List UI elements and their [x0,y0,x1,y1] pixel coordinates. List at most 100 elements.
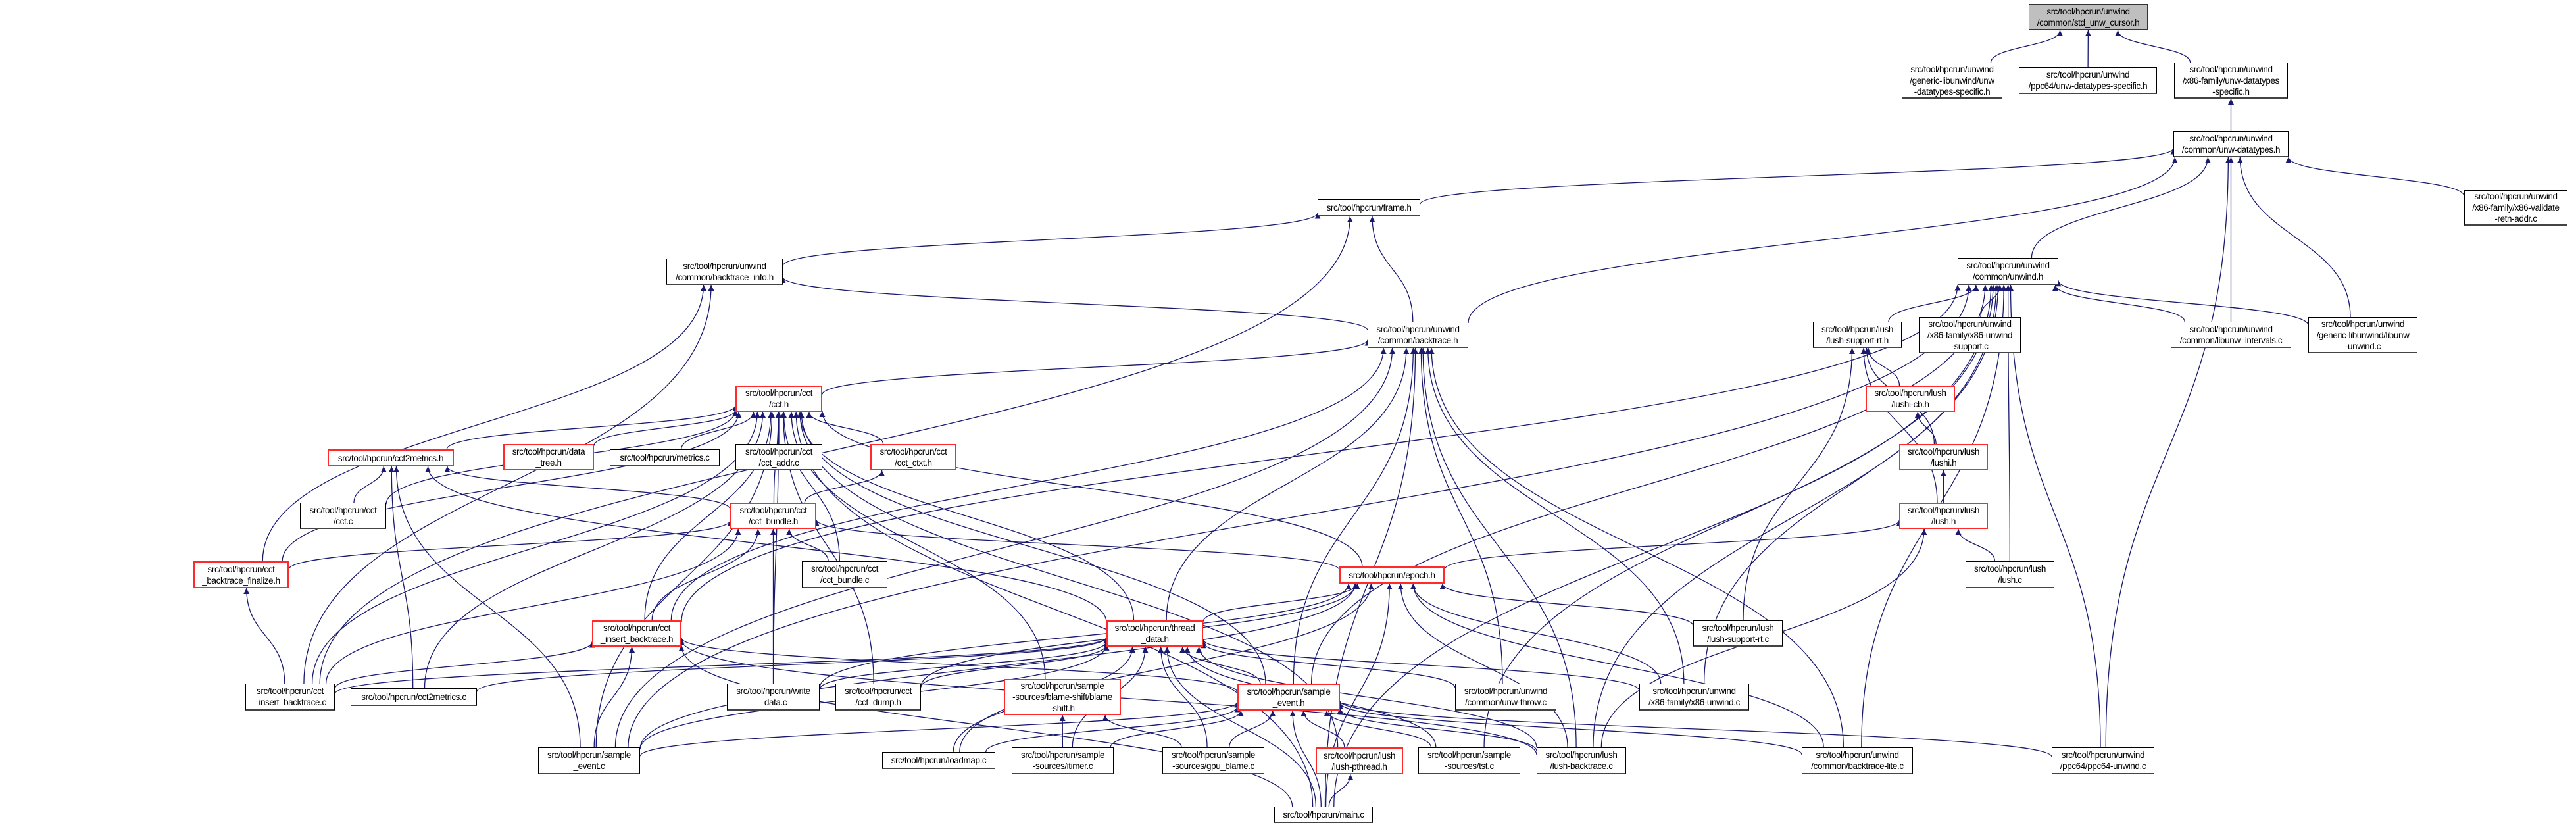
graph-node-x86-unwind-support[interactable]: src/tool/hpcrun/unwind /x86-family/x86-u… [1919,317,2021,353]
graph-node-cct-backtrace-finalize[interactable]: src/tool/hpcrun/cct _backtrace_finalize.… [193,561,289,588]
graph-node-x86-spec[interactable]: src/tool/hpcrun/unwind /x86-family/unw-d… [2174,63,2288,99]
graph-node-lush-backtrace[interactable]: src/tool/hpcrun/lush /lush-backtrace.c [1537,747,1626,774]
graph-node-cct-c[interactable]: src/tool/hpcrun/cct /cct.c [300,503,386,529]
graph-node-x86-validate[interactable]: src/tool/hpcrun/unwind /x86-family/x86-v… [2464,190,2567,226]
include-edge-cct_insert_backtrace_c-to-thread_data [334,637,1110,694]
node-label: src/tool/hpcrun/cct2metrics.c [361,691,466,702]
include-edge-itimer-to-sample_event_h [1110,710,1244,748]
include-edge-sample_event_c-to-cct_insert_backtrace_h [593,646,635,748]
graph-node-cct-insert-backtrace-h[interactable]: src/tool/hpcrun/cct _insert_backtrace.h [592,620,681,647]
include-edge-lushi_h-to-lushi_cb [1914,411,1937,445]
graph-node-libunw-unwind[interactable]: src/tool/hpcrun/unwind /generic-libunwin… [2308,317,2417,353]
include-edge-generic_spec-to-std_unw_cursor [1990,30,2064,63]
include-edge-lush_pthread-to-cct_h [797,411,1339,748]
node-label: src/tool/hpcrun/lush /lush.c [1973,564,2046,585]
include-edge-backtrace-to-backtrace_info [780,276,1368,331]
include-edge-lushi_cb-to-lush_support_rt_h [1865,347,1900,386]
graph-node-main[interactable]: src/tool/hpcrun/main.c [1274,807,1373,823]
node-label: src/tool/hpcrun/unwind /x86-family/x86-v… [2472,191,2560,224]
node-label: src/tool/hpcrun/unwind /ppc64/ppc64-unwi… [2060,750,2146,771]
include-edge-sample_event_h-to-backtrace [1293,347,1416,684]
graph-node-backtrace-lite[interactable]: src/tool/hpcrun/unwind /common/backtrace… [1802,747,1913,774]
graph-node-unwind[interactable]: src/tool/hpcrun/unwind /common/unwind.h [1958,258,2058,285]
node-label: src/tool/hpcrun/unwind /generic-libunwin… [1910,64,1994,97]
node-label: src/tool/hpcrun/unwind /common/std_unw_c… [2037,6,2140,28]
node-label: src/tool/hpcrun/sample _event.c [547,750,631,771]
graph-node-cct-bundle-h[interactable]: src/tool/hpcrun/cct /cct_bundle.h [730,503,816,529]
include-edge-backtrace-to-unw_datatypes [1468,157,2178,324]
graph-node-ppc64-spec[interactable]: src/tool/hpcrun/unwind /ppc64/unw-dataty… [2019,67,2157,94]
graph-node-tst[interactable]: src/tool/hpcrun/sample -sources/tst.c [1418,747,1520,774]
graph-node-cct-addr[interactable]: src/tool/hpcrun/cct /cct_addr.c [735,444,822,470]
graph-node-cct2metrics-h[interactable]: src/tool/hpcrun/cct2metrics.h [328,449,454,466]
graph-node-backtrace[interactable]: src/tool/hpcrun/unwind /common/backtrace… [1368,322,1468,348]
graph-node-loadmap[interactable]: src/tool/hpcrun/loadmap.c [882,752,995,769]
include-edge-epoch-to-lush_h [1444,520,1902,570]
graph-node-ppc64-unwind[interactable]: src/tool/hpcrun/unwind /ppc64/ppc64-unwi… [2052,747,2154,774]
include-edge-sample_event_h-to-cct_h [798,411,1266,684]
node-label: src/tool/hpcrun/unwind /common/unw-throw… [1464,686,1548,707]
graph-node-lushi-cb[interactable]: src/tool/hpcrun/lush /lushi-cb.h [1866,386,1955,412]
graph-node-cct-bundle-c[interactable]: src/tool/hpcrun/cct /cct_bundle.c [802,561,887,588]
include-edge-cct_insert_backtrace_h-to-backtrace [670,347,1387,621]
graph-node-blame-shift[interactable]: src/tool/hpcrun/sample -sources/blame-sh… [1004,679,1121,715]
graph-node-generic-spec[interactable]: src/tool/hpcrun/unwind /generic-libunwin… [1902,63,2002,99]
include-edge-lush_support_rt_h-to-unwind [1888,284,1979,322]
graph-node-lush-pthread[interactable]: src/tool/hpcrun/lush /lush-pthread.h [1316,747,1403,774]
graph-node-cct-h[interactable]: src/tool/hpcrun/cct /cct.h [735,386,822,412]
node-label: src/tool/hpcrun/data _tree.h [512,447,585,468]
node-label: src/tool/hpcrun/sample -sources/gpu_blam… [1171,750,1255,771]
include-edge-sample_event_c-to-backtrace [614,347,1396,748]
graph-node-backtrace-info[interactable]: src/tool/hpcrun/unwind /common/backtrace… [666,259,783,285]
include-edge-loadmap-to-sample_event_h [985,706,1241,753]
node-label: src/tool/hpcrun/cct _insert_backtrace.h [600,623,674,644]
include-edge-x86_unwind-to-unwind [1703,284,2001,684]
node-label: src/tool/hpcrun/unwind /ppc64/unw-dataty… [2028,70,2148,91]
node-label: src/tool/hpcrun/sample -sources/tst.c [1427,750,1511,771]
graph-node-unw-datatypes[interactable]: src/tool/hpcrun/unwind /common/unw-datat… [2173,131,2289,157]
include-edge-sample_event_h-to-unwind [1311,284,1989,684]
graph-node-itimer[interactable]: src/tool/hpcrun/sample -sources/itimer.c [1012,747,1114,774]
graph-node-cct2metrics-c[interactable]: src/tool/hpcrun/cct2metrics.c [351,688,477,706]
graph-node-lush-c[interactable]: src/tool/hpcrun/lush /lush.c [1966,561,2054,588]
node-label: src/tool/hpcrun/metrics.c [620,453,710,463]
node-label: src/tool/hpcrun/lush /lush-pthread.h [1323,750,1396,772]
graph-node-write-data[interactable]: src/tool/hpcrun/write _data.c [727,684,820,711]
node-label: src/tool/hpcrun/cct /cct.h [745,388,812,409]
include-edge-cct_insert_backtrace_c-to-cct_bundle_h [326,528,741,684]
graph-node-libunw-intervals[interactable]: src/tool/hpcrun/unwind /common/libunw_in… [2171,322,2291,348]
graph-node-thread-data[interactable]: src/tool/hpcrun/thread _data.h [1106,620,1203,647]
include-edge-lush_backtrace-to-unwind [1593,284,2000,748]
graph-node-lush-h[interactable]: src/tool/hpcrun/lush /lush.h [1899,503,1988,529]
graph-node-lush-support-rt-c[interactable]: src/tool/hpcrun/lush /lush-support-rt.c [1693,620,1783,647]
graph-node-unw-throw[interactable]: src/tool/hpcrun/unwind /common/unw-throw… [1455,684,1556,711]
graph-node-cct-ctxt[interactable]: src/tool/hpcrun/cct /cct_ctxt.h [870,444,956,470]
include-edge-thread_data-to-backtrace [1166,347,1410,621]
include-edge-frame-to-unw_datatypes [1420,148,2177,205]
node-label: src/tool/hpcrun/cct /cct.c [309,505,377,526]
graph-node-frame[interactable]: src/tool/hpcrun/frame.h [1318,199,1420,216]
graph-node-sample-event-c[interactable]: src/tool/hpcrun/sample _event.c [538,747,640,774]
include-edge-ppc64_unwind-to-unw_datatypes [2105,157,2231,748]
graph-node-cct-insert-backtrace-c[interactable]: src/tool/hpcrun/cct _insert_backtrace.c [245,684,335,711]
graph-node-cct-dump[interactable]: src/tool/hpcrun/cct /cct_dump.h [835,684,921,711]
include-edge-x86_validate-to-unw_datatypes [2285,157,2465,197]
graph-node-data-tree[interactable]: src/tool/hpcrun/data _tree.h [503,444,594,470]
node-label: src/tool/hpcrun/sample -sources/itimer.c [1020,750,1104,771]
node-label: src/tool/hpcrun/unwind /x86-family/x86-u… [1648,686,1740,707]
include-edge-lush_support_rt_c-to-lush_support_rt_h [1743,347,1855,621]
include-edge-unwind-to-unw_datatypes [2031,157,2211,259]
include-edge-cct_backtrace_finalize-to-cct_h [282,411,742,562]
graph-node-metrics-c[interactable]: src/tool/hpcrun/metrics.c [610,449,720,466]
graph-node-gpu-blame[interactable]: src/tool/hpcrun/sample -sources/gpu_blam… [1162,747,1264,774]
graph-node-lushi-h[interactable]: src/tool/hpcrun/lush /lushi.h [1899,444,1988,470]
graph-node-lush-support-rt-h[interactable]: src/tool/hpcrun/lush /lush-support-rt.h [1813,322,1902,348]
include-edge-cct_c-to-cct2metrics_h [353,466,387,503]
graph-node-sample-event-h[interactable]: src/tool/hpcrun/sample _event.h [1237,684,1340,711]
include-edge-lush_pthread-to-sample_event_h [1300,710,1345,748]
include-edge-backtrace_lite-to-epoch [1410,583,1824,748]
graph-node-epoch[interactable]: src/tool/hpcrun/epoch.h [1339,566,1445,584]
include-edge-cct_insert_backtrace_h-to-cct_bundle_h [651,528,761,621]
graph-node-x86-unwind[interactable]: src/tool/hpcrun/unwind /x86-family/x86-u… [1639,684,1749,711]
graph-node-std-unw-cursor[interactable]: src/tool/hpcrun/unwind /common/std_unw_c… [2029,4,2148,30]
